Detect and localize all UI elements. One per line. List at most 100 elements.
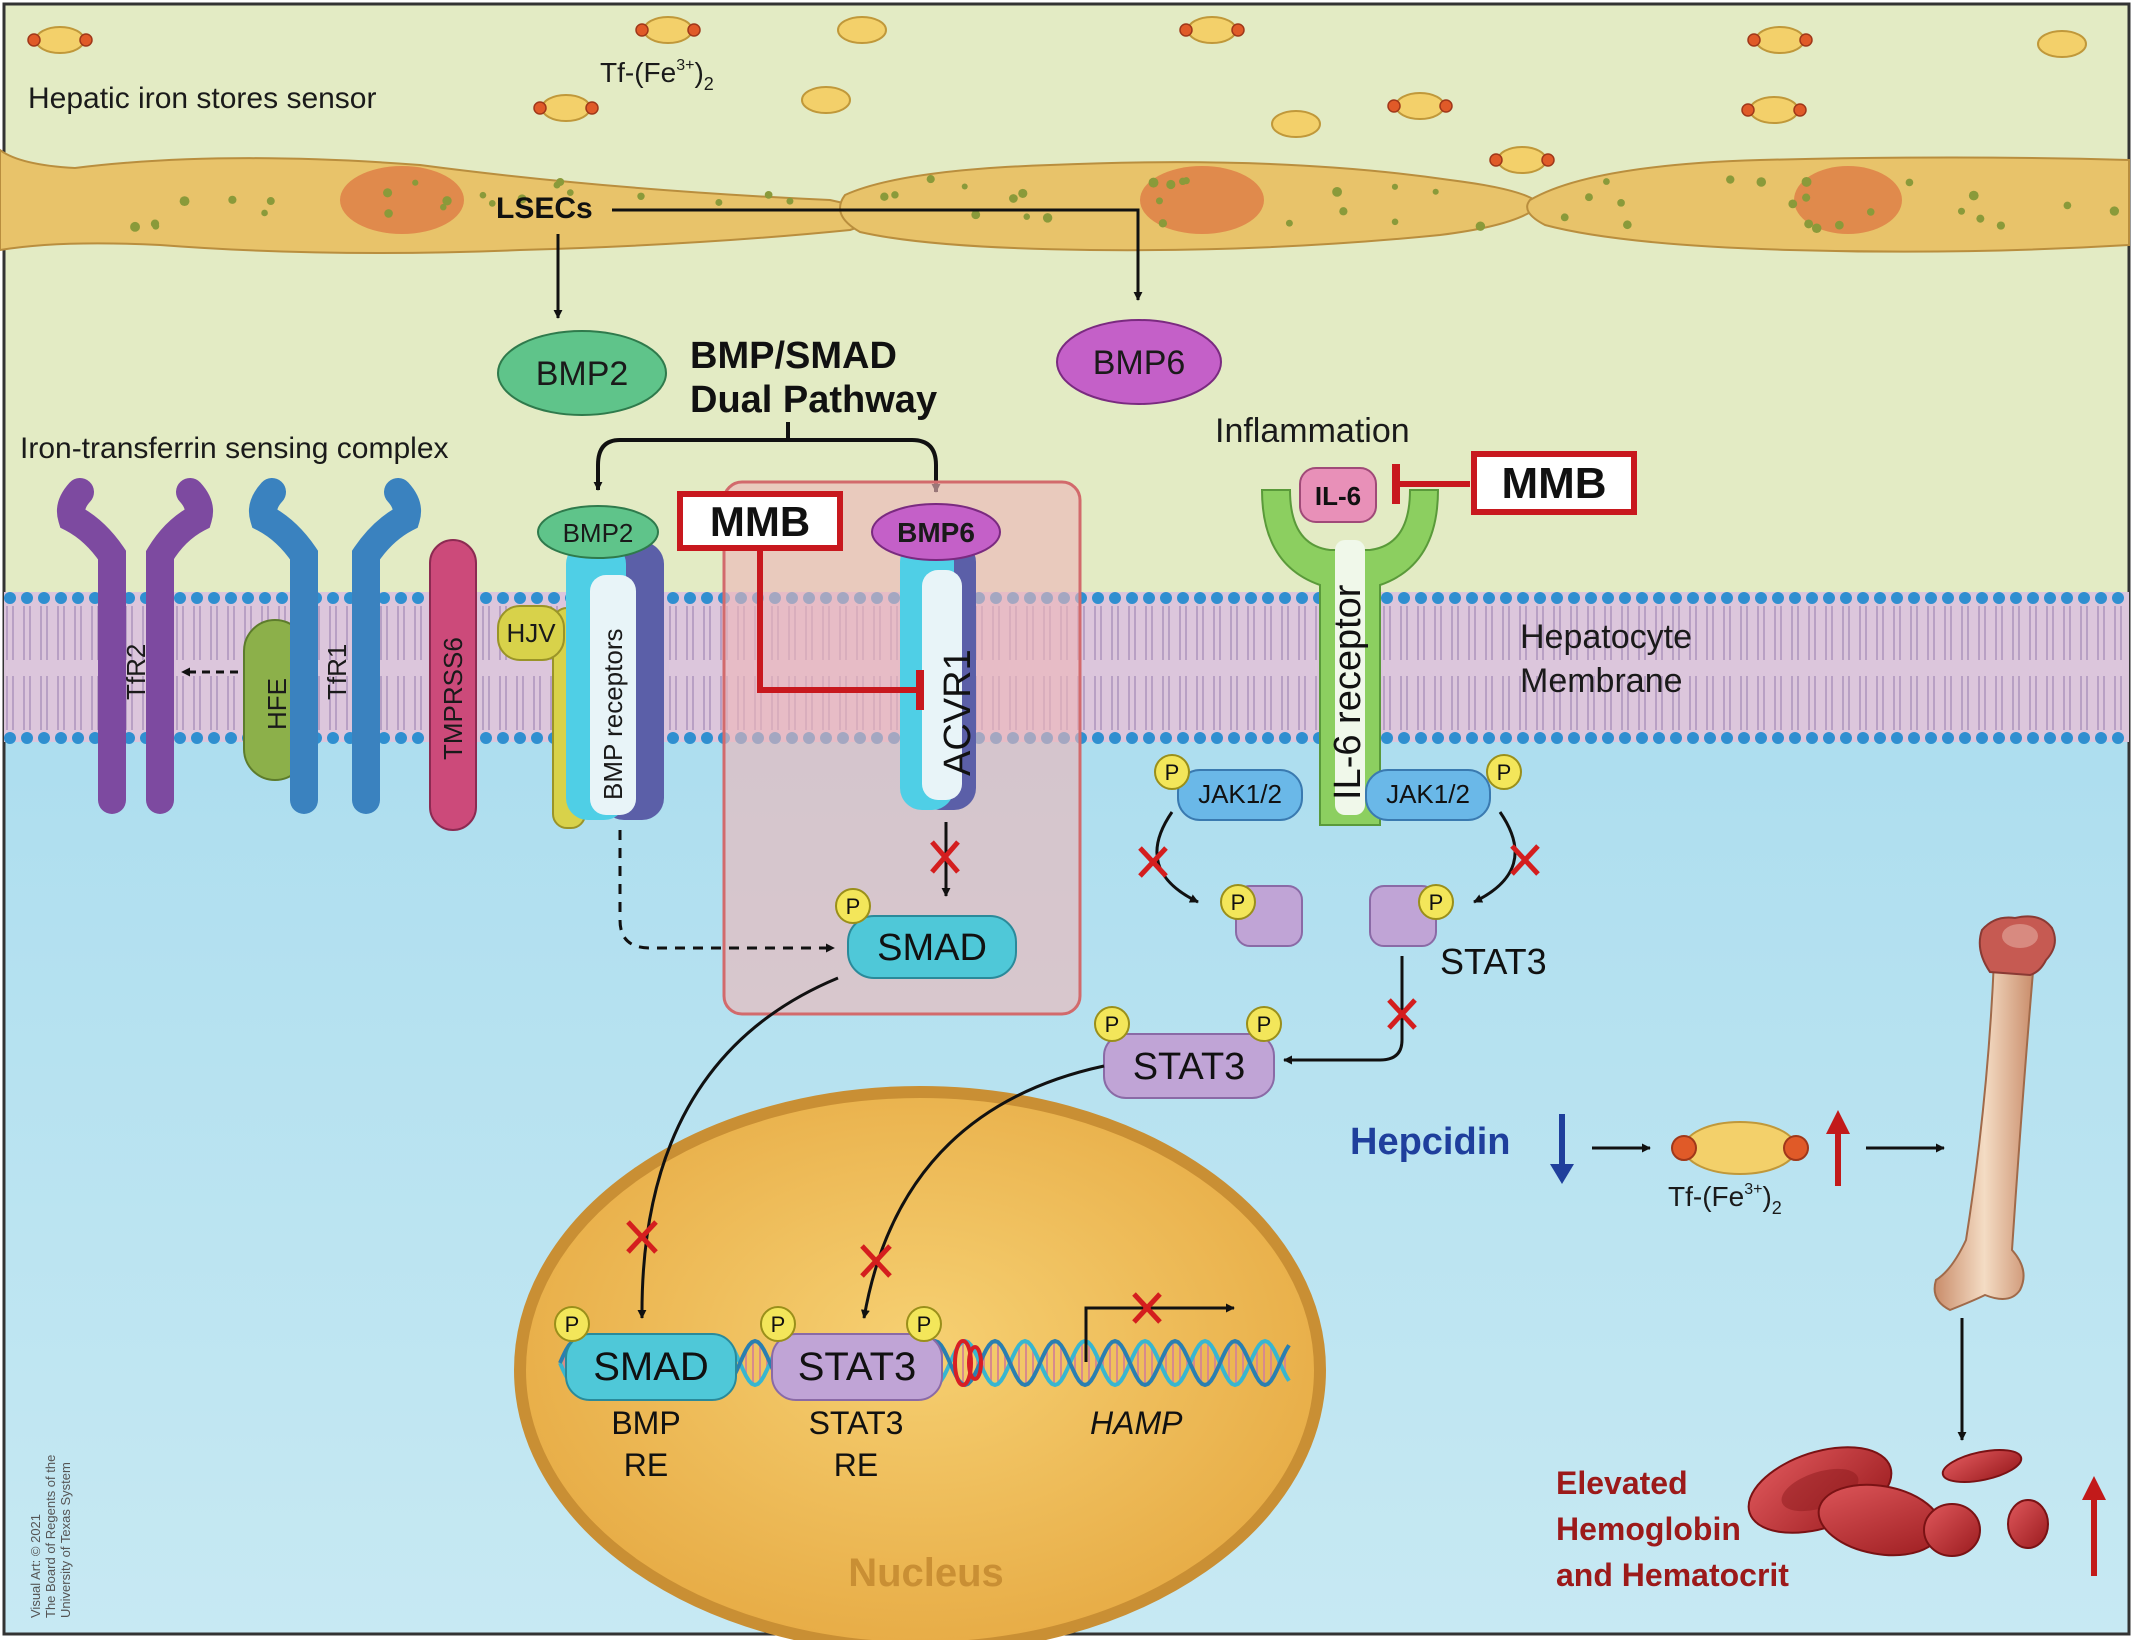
stat3-nuclear: [771, 1333, 943, 1401]
transcription-start-arrow: [1084, 1303, 1235, 1362]
lsecs-label: LSECs: [496, 192, 593, 225]
smad-nuclear-label: SMAD: [593, 1345, 709, 1389]
elevated-label-line3: and Hematocrit: [1556, 1557, 1789, 1593]
p-label-stat3-monomer-left: P: [1231, 890, 1246, 915]
stat3-re-label-line1: STAT3: [809, 1405, 904, 1441]
p-badge-jak-right: [1486, 754, 1522, 790]
hfe-label: HFE: [262, 678, 292, 730]
tfr2-receptor: [57, 478, 213, 814]
stat3-re-label-line2: RE: [834, 1447, 878, 1483]
p-badge-smad-nuclear: [554, 1306, 590, 1342]
hamp-gene-label: HAMP: [1090, 1405, 1183, 1441]
x-mark-jak-right: [1510, 844, 1540, 876]
pathway-title-line2: Dual Pathway: [690, 379, 937, 421]
transferrin-top-label: Tf-(Fe3+)2: [600, 57, 714, 94]
mmb-il6-label: MMB: [1501, 459, 1606, 508]
bmp2-bound-label: BMP2: [563, 518, 634, 548]
transferrin-up-arrowhead: [1826, 1110, 1850, 1134]
p-label-stat3-dimer-right: P: [1257, 1012, 1272, 1037]
x-mark-jak-left: [1138, 846, 1168, 878]
stat3-monomer-to-dimer-arrow: [1283, 956, 1404, 1065]
hepatocyte-membrane-line1: Hepatocyte: [1520, 618, 1692, 656]
bmp6-bound-ligand: [871, 503, 1001, 561]
nucleus-label: Nucleus: [848, 1551, 1004, 1595]
credit-line2: The Board of Regents of the: [43, 1454, 58, 1618]
il6-cytokine: [1299, 467, 1377, 523]
jak-right-label: JAK1/2: [1386, 779, 1470, 809]
hjv-cap: [497, 605, 565, 661]
mmb-il6-box: [1471, 451, 1637, 515]
p-badge-stat3-nuclear-right: [906, 1306, 942, 1342]
p-badge-stat3-monomer-left: [1220, 884, 1256, 920]
red-blood-cells-image: [1747, 1446, 2049, 1557]
floating-transferrin-molecules: [27, 16, 2087, 174]
pathway-arrow-left: [593, 438, 788, 491]
il6-receptor-label: IL-6 receptor: [1327, 584, 1369, 800]
elevated-label-line1: Elevated: [1556, 1465, 1688, 1501]
hemoglobin-up-arrowhead: [2082, 1476, 2106, 1500]
jak-right: [1365, 769, 1491, 821]
p-label-smad-nuclear: P: [565, 1312, 580, 1337]
jak-right-to-stat3-arrow: [1473, 811, 1517, 904]
tfr1-label: TfR1: [322, 644, 352, 700]
mmb-acvr1-inhibition-line: [757, 550, 918, 693]
jak-left-to-stat3-arrow: [1155, 811, 1199, 904]
p-badge-smad-cytoplasm: [835, 888, 871, 924]
hepcidin-down-arrowhead: [1550, 1164, 1574, 1184]
lsec-nucleus-1: [340, 166, 464, 234]
hjv-label: HJV: [506, 618, 556, 648]
p-label-jak-right: P: [1497, 760, 1512, 785]
stat3-monomer-label: STAT3: [1440, 941, 1547, 982]
credit-line1: Visual Art: © 2021: [28, 1513, 43, 1618]
tfr2-label: TfR2: [121, 644, 151, 700]
dna-response-element: [953, 1339, 983, 1387]
pathway-arrow-right: [788, 438, 941, 493]
smad-nuclear: [565, 1333, 737, 1401]
bmp-receptor-to-smad-arrow: [618, 830, 835, 953]
acvr1-receptor-core: [922, 570, 962, 800]
mmb-acvr1-box: [677, 491, 843, 551]
p-label-smad-cytoplasm: P: [846, 894, 861, 919]
pathway-title-line1: BMP/SMAD: [690, 335, 897, 377]
stat3-nuclear-label: STAT3: [798, 1345, 917, 1389]
smad-to-nucleus-arrow: [637, 976, 839, 1319]
bmp6-ligand: [1056, 319, 1222, 405]
tmprss6-protein: [429, 539, 477, 831]
p-badge-jak-left: [1154, 754, 1190, 790]
bmp6-ligand-label: BMP6: [1093, 344, 1186, 382]
transferrin-bottom-molecule: [1671, 1121, 1809, 1175]
copyright-credit: Visual Art: © 2021 The Board of Regents …: [28, 1455, 73, 1618]
bmp2-ligand-label: BMP2: [536, 355, 629, 393]
x-mark-stat3-dimerization: [1387, 998, 1417, 1030]
iron-complex-label: Iron-transferrin sensing complex: [20, 432, 449, 465]
p-badge-stat3-monomer-right: [1418, 884, 1454, 920]
bmp-re-label-line1: BMP: [611, 1405, 680, 1441]
bmp-re-label-line2: RE: [624, 1447, 668, 1483]
elevated-label-line2: Hemoglobin: [1556, 1511, 1741, 1547]
x-mark-stat3-nucleus: [860, 1244, 892, 1278]
p-badge-stat3-nuclear-left: [760, 1306, 796, 1342]
lsec-cells: [0, 148, 2130, 255]
femur-bone-image: [1933, 915, 2056, 1312]
bmp6-bound-label: BMP6: [897, 517, 975, 548]
il6-label: IL-6: [1315, 481, 1361, 511]
p-badge-stat3-dimer-right: [1246, 1006, 1282, 1042]
stat3-to-nucleus-arrow: [860, 1064, 1105, 1319]
lsec-nucleus-3: [1794, 166, 1902, 234]
tmprss6-label: TMPRSS6: [438, 637, 468, 760]
lsec-granules: [130, 175, 2120, 234]
hepatocyte-membrane-line2: Membrane: [1520, 662, 1683, 700]
x-mark-acvr1-smad: [930, 840, 960, 874]
smad-cytoplasm-label: SMAD: [877, 927, 987, 969]
p-label-stat3-dimer-left: P: [1105, 1012, 1120, 1037]
hepcidin-label: Hepcidin: [1350, 1121, 1510, 1163]
p-label-stat3-monomer-right: P: [1429, 890, 1444, 915]
transferrin-bottom-label: Tf-(Fe3+)2: [1668, 1181, 1782, 1218]
inflammation-label: Inflammation: [1215, 412, 1410, 450]
bmp2-bound-ligand: [537, 505, 659, 559]
il6-receptor-core: [1335, 540, 1365, 815]
p-badge-stat3-dimer-left: [1094, 1006, 1130, 1042]
stat3-dimer-label: STAT3: [1133, 1046, 1246, 1088]
tfr1-receptor: [249, 478, 421, 814]
